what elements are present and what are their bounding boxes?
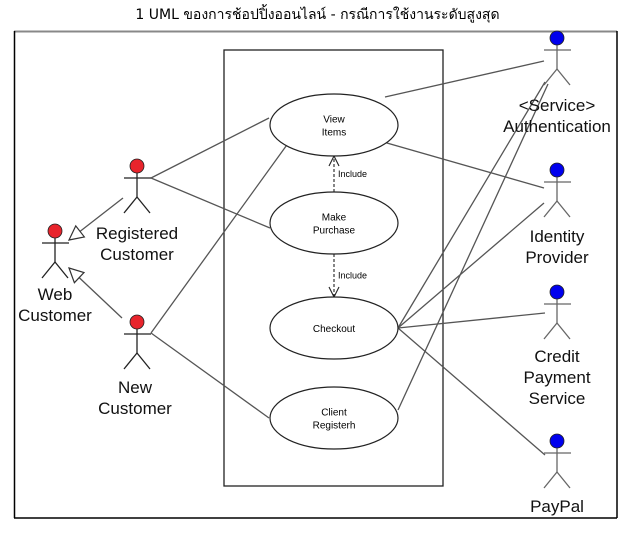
association-paypal-checkout xyxy=(397,327,546,456)
association-identity-provider-view-items xyxy=(379,140,545,189)
use-case-label: View xyxy=(323,115,345,126)
association-authentication-client-register xyxy=(397,83,549,411)
include-label: Include xyxy=(338,169,367,179)
actor-label: Authentication xyxy=(503,117,611,136)
association-registered-customer-make-purchase xyxy=(150,177,271,229)
actor-left-leg xyxy=(41,261,56,279)
association-new-customer-view-items xyxy=(150,141,290,334)
use-case-checkout[interactable]: Checkout xyxy=(269,296,399,360)
use-case-label: Client xyxy=(321,408,347,419)
generalization-arrowhead-new-customer xyxy=(68,267,86,284)
actor-label: Customer xyxy=(98,399,172,418)
system-boundary xyxy=(223,49,444,487)
actor-right-leg xyxy=(556,471,571,489)
association-registered-customer-view-items xyxy=(150,117,270,179)
actor-left-leg xyxy=(123,196,138,214)
use-case-ellipse xyxy=(269,296,399,360)
association-credit-payment-service-checkout xyxy=(397,312,546,329)
actor-right-leg xyxy=(136,352,151,370)
actor-right-leg xyxy=(556,322,571,340)
use-case-ellipse xyxy=(269,386,399,450)
actor-left-leg xyxy=(543,200,558,218)
actor-authentication[interactable]: <Service> Authentication xyxy=(503,30,611,136)
use-case-label: Items xyxy=(322,128,346,139)
generalization-line-registered-customer xyxy=(79,197,124,232)
actor-left-leg xyxy=(123,352,138,370)
use-case-label: Checkout xyxy=(313,324,355,335)
association-authentication-view-items xyxy=(384,60,545,98)
actor-label: <Service> xyxy=(519,96,596,115)
association-identity-provider-checkout xyxy=(397,202,545,329)
actor-label: Payment xyxy=(523,368,590,387)
actor-label: New xyxy=(118,378,153,397)
actor-label: Registered xyxy=(96,224,178,243)
generalization-arrowhead-registered-customer xyxy=(67,224,86,241)
use-case-label: Registerh xyxy=(313,421,356,432)
actor-label: PayPal xyxy=(530,497,584,516)
actor-label: Provider xyxy=(525,248,589,267)
association-new-customer-client-register xyxy=(150,332,270,419)
actor-left-leg xyxy=(543,68,558,86)
actor-label: Identity xyxy=(530,227,585,246)
actor-label: Customer xyxy=(100,245,174,264)
actor-head-icon xyxy=(47,223,63,239)
use-case-ellipse xyxy=(269,191,399,255)
actor-head-icon xyxy=(549,284,565,300)
actor-left-leg xyxy=(543,471,558,489)
actor-paypal[interactable]: PayPal xyxy=(530,433,584,516)
actor-right-leg xyxy=(54,261,69,279)
actor-head-icon xyxy=(129,158,145,174)
include-label: Include xyxy=(338,271,367,281)
actor-label: Web xyxy=(38,285,73,304)
actor-head-icon xyxy=(549,30,565,46)
use-case-ellipse xyxy=(269,93,399,157)
actor-head-icon xyxy=(549,162,565,178)
actor-right-leg xyxy=(556,68,571,86)
actor-left-leg xyxy=(543,322,558,340)
actor-right-leg xyxy=(136,196,151,214)
actor-head-icon xyxy=(549,433,565,449)
association-authentication-checkout xyxy=(397,81,546,329)
actor-label: Service xyxy=(529,389,586,408)
actor-label: Customer xyxy=(18,306,92,325)
use-case-label: Make xyxy=(322,213,347,224)
use-case-label: Purchase xyxy=(313,226,356,237)
diagram-title: 1 UML ของการช้อปปิ้งออนไลน์ - กรณีการใช้… xyxy=(135,7,500,23)
actor-label: Credit xyxy=(534,347,580,366)
actor-right-leg xyxy=(556,200,571,218)
actor-head-icon xyxy=(129,314,145,330)
generalization-line-new-customer xyxy=(78,277,123,319)
